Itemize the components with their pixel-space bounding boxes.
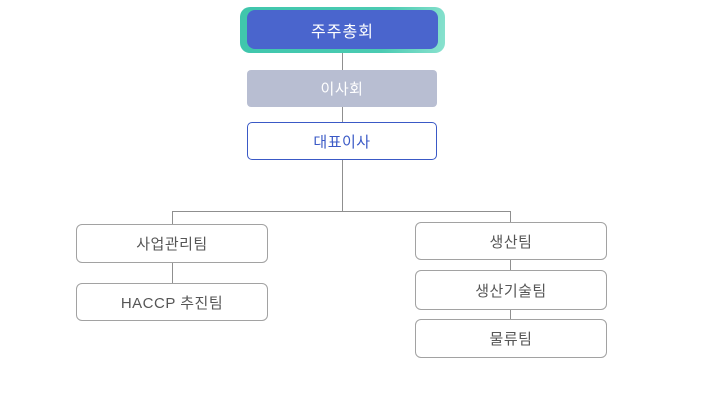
node-ceo: 대표이사	[247, 122, 437, 160]
root-node-frame: 주주총회	[240, 7, 445, 53]
connector-ceo-to-branch	[342, 160, 343, 211]
node-production-team: 생산팀	[415, 222, 607, 260]
connector-left-column-1	[172, 263, 173, 283]
node-business-management-team: 사업관리팀	[76, 224, 268, 263]
node-shareholders-meeting: 주주총회	[247, 10, 438, 49]
node-haccp-promotion-team: HACCP 추진팀	[76, 283, 268, 321]
node-board-of-directors: 이사회	[247, 70, 437, 107]
connector-board-to-ceo	[342, 107, 343, 122]
connector-branch-to-left-column	[172, 211, 173, 224]
node-production-technology-team: 생산기술팀	[415, 270, 607, 310]
node-logistics-team: 물류팀	[415, 319, 607, 358]
connector-branch-horizontal	[172, 211, 511, 212]
connector-branch-to-right-column	[510, 211, 511, 222]
connector-right-column-1	[510, 260, 511, 270]
connector-root-to-board	[342, 53, 343, 70]
connector-right-column-2	[510, 310, 511, 319]
